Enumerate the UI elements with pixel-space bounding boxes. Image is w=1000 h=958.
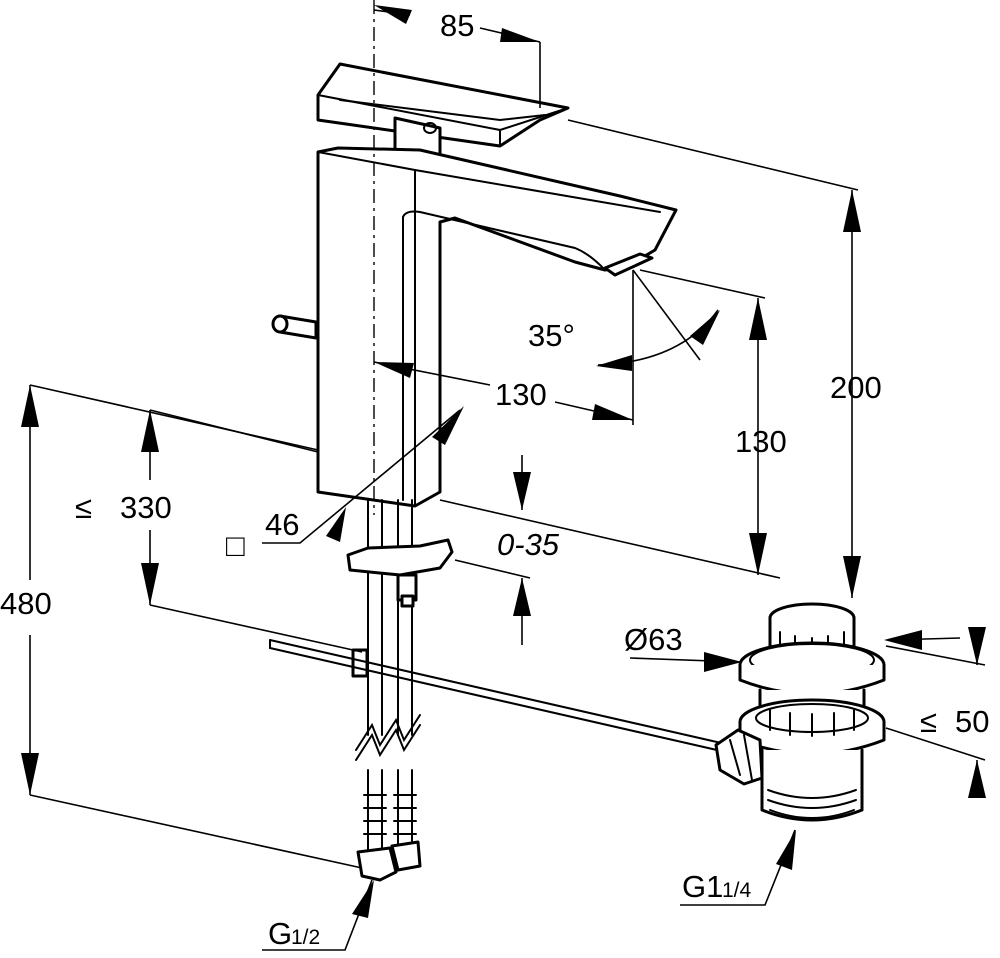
- mounting-bracket: [346, 538, 454, 577]
- label-waste-thread-size: 1/4: [722, 879, 752, 902]
- label-drain-diameter: Ø63: [624, 622, 683, 657]
- pop-up-rod: [269, 639, 731, 754]
- supply-nut: [356, 846, 398, 882]
- label-spout-reach: 130: [495, 377, 547, 412]
- dimension-labels: 85 200 130 130 35° □ 46 0-35 ≤ 330 480 Ø…: [0, 8, 989, 951]
- label-drain-height: 50: [955, 704, 989, 739]
- label-deck-thickness: 0-35: [497, 527, 560, 562]
- label-drain-height-symbol: ≤: [920, 704, 937, 739]
- label-base-square: 46: [265, 507, 299, 542]
- label-width-top: 85: [440, 8, 474, 43]
- label-spout-height: 130: [735, 424, 787, 459]
- faucet-body: [271, 62, 678, 882]
- label-pipe-length: 330: [120, 490, 172, 525]
- rod-connector: [714, 728, 764, 786]
- label-waste-thread: G1: [682, 869, 723, 904]
- label-total-length: 480: [0, 586, 52, 621]
- drain-assembly: [714, 602, 886, 822]
- faucet-main-body: [316, 146, 678, 508]
- lever-handle: [316, 62, 570, 148]
- label-height-total: 200: [830, 370, 882, 405]
- label-supply-thread: G: [268, 916, 292, 951]
- label-angle: 35°: [528, 318, 575, 353]
- label-base-square-symbol: □: [226, 528, 245, 563]
- label-supply-thread-size: 1/2: [291, 926, 320, 949]
- dimension-arrows: [21, 5, 986, 918]
- label-pipe-length-symbol: ≤: [75, 490, 92, 525]
